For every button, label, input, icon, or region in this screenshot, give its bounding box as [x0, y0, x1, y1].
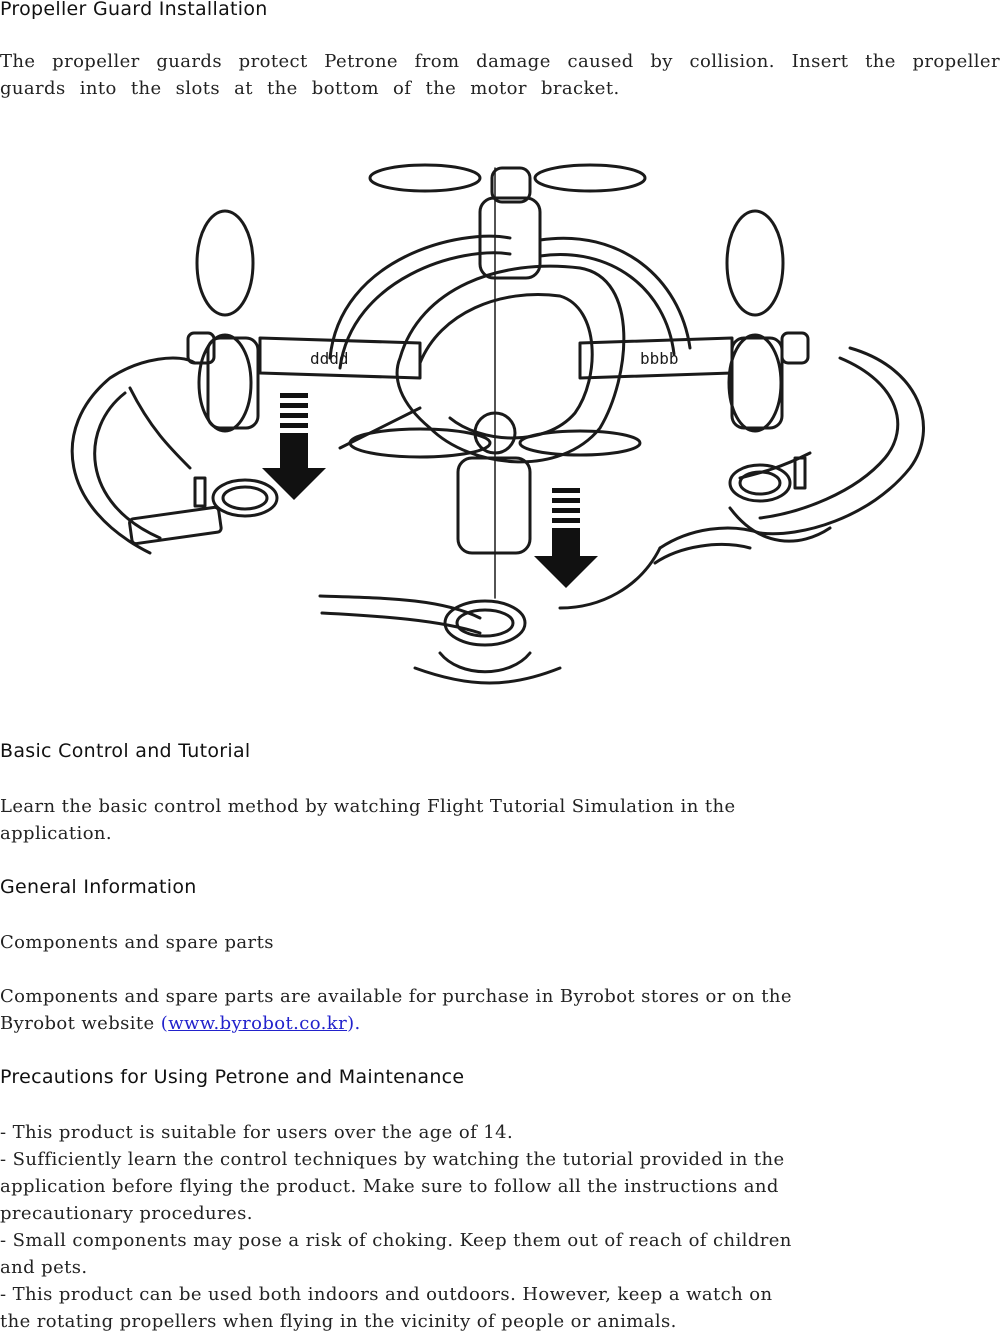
list-item: and pets.: [0, 1257, 88, 1278]
precautions-list: - This product is suitable for users ove…: [0, 1119, 792, 1335]
general-info-line-2: Byrobot website (www.byrobot.co.kr).: [0, 1010, 361, 1037]
drone-with-propeller-guards-icon: dddd bbbb: [70, 163, 925, 685]
general-info-heading: General Information: [0, 876, 197, 898]
open-paren: (: [160, 1013, 169, 1034]
list-item: - This product can be used both indoors …: [0, 1284, 773, 1305]
website-link[interactable]: www.byrobot.co.kr: [168, 1013, 348, 1034]
svg-text:dddd: dddd: [310, 349, 349, 368]
basic-control-line-2: application.: [0, 823, 113, 844]
general-info-subheading: Components and spare parts: [0, 932, 274, 953]
precautions-heading: Precautions for Using Petrone and Mainte…: [0, 1066, 465, 1088]
website-label: Byrobot website: [0, 1013, 161, 1034]
basic-control-line-1: Learn the basic control method by watchi…: [0, 796, 736, 817]
svg-text:bbbb: bbbb: [640, 349, 679, 368]
propeller-guard-heading: Propeller Guard Installation: [0, 0, 268, 20]
close-paren: ).: [347, 1013, 361, 1034]
list-item: the rotating propellers when flying in t…: [0, 1311, 677, 1332]
propeller-guard-body: The propeller guards protect Petrone fro…: [0, 51, 1000, 99]
basic-control-heading: Basic Control and Tutorial: [0, 740, 251, 762]
list-item: application before flying the product. M…: [0, 1176, 779, 1197]
list-item: - Sufficiently learn the control techniq…: [0, 1149, 785, 1170]
list-item: - This product is suitable for users ove…: [0, 1122, 514, 1143]
list-item: - Small components may pose a risk of ch…: [0, 1230, 792, 1251]
general-info-line-1: Components and spare parts are available…: [0, 986, 792, 1007]
list-item: precautionary procedures.: [0, 1203, 253, 1224]
